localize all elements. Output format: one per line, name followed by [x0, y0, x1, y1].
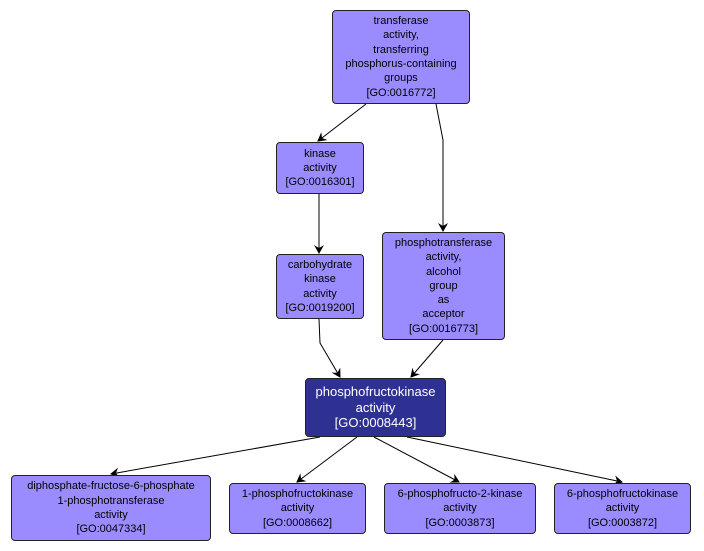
edge-arrow — [435, 103, 448, 232]
edge-arrow — [373, 436, 460, 483]
edge-arrow — [318, 318, 341, 378]
node-go-id: [GO:0016773] — [408, 322, 479, 335]
node-label-line: activity — [303, 287, 337, 300]
node-label-line: phosphotransferase — [394, 236, 493, 249]
node-label-line: transferring — [373, 43, 429, 56]
node-go-id: [GO:0016301] — [285, 176, 355, 189]
node-label-line: activity — [355, 399, 396, 415]
edge-arrow — [110, 436, 321, 478]
node-label-line: diphosphate-fructose-6-phosphate — [27, 480, 195, 493]
edge-arrow — [410, 339, 444, 378]
node-label-line: groups — [384, 72, 418, 85]
edge-arrow — [296, 436, 358, 483]
node-go-id: [GO:0019200] — [285, 301, 355, 314]
node-label-line: alcohol — [426, 265, 461, 278]
node-go-id: [GO:0047334] — [76, 523, 146, 536]
node-label-line: group — [429, 279, 458, 292]
node-label-line: transferase — [373, 15, 429, 28]
node-label-line: activity — [94, 509, 128, 521]
node-label-line: kinase — [304, 147, 336, 160]
node-label-line: activity — [303, 161, 337, 174]
node-label-line: activity — [443, 502, 477, 515]
node-label-line: as — [437, 294, 450, 307]
node-go-id: [GO:0008662] — [262, 516, 333, 529]
node-label-line: activity, — [383, 29, 419, 42]
node-go-id: [GO:0003873] — [425, 516, 495, 529]
node-label-line: 6-phosphofructokinase — [566, 488, 679, 501]
node-go-id: [GO:0008443] — [334, 415, 417, 431]
edge-arrow — [406, 436, 623, 486]
node-label-line: carbohydrate — [287, 258, 353, 271]
node-label-line: activity — [280, 502, 315, 515]
node-label-line: phosphorus-containing — [345, 58, 457, 70]
node-label-line: activity — [605, 502, 640, 515]
edge-arrow — [317, 103, 367, 142]
node-go-id: [GO:0003872] — [587, 516, 658, 529]
node-label-line: phosphofructokinase — [315, 384, 436, 400]
node-go-id: [GO:0016772] — [366, 86, 436, 99]
node-label-line: kinase — [304, 273, 336, 286]
node-label-line: 1-phosphotransferase — [57, 494, 165, 507]
node-label-line: acceptor — [422, 308, 465, 321]
node-label-line: activity, — [425, 251, 462, 264]
node-label-line: 6-phosphofructo-2-kinase — [397, 488, 523, 501]
node-label-line: 1-phosphofructokinase — [241, 488, 354, 501]
